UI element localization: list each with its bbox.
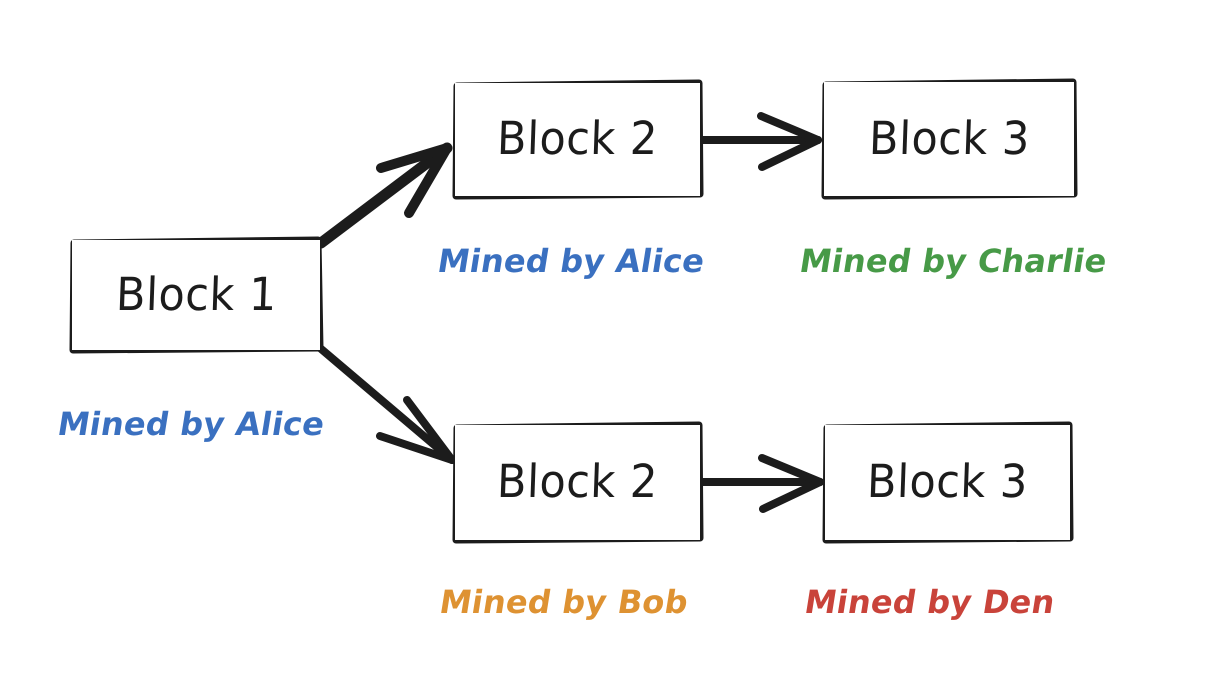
node-block3-bottom[interactable]: Block 3 xyxy=(825,425,1070,540)
node-label-block1: Block 1 xyxy=(114,267,278,321)
arrow-block1-to-block2-top xyxy=(315,142,453,249)
miner-label-block2-bottom: Mined by Bob xyxy=(436,583,691,621)
node-label-block2-bottom: Block 2 xyxy=(496,455,659,509)
miner-label-block3-top: Mined by Charlie xyxy=(796,242,1110,280)
node-label-block2-top: Block 2 xyxy=(496,112,659,166)
node-label-block3-top: Block 3 xyxy=(867,111,1031,165)
arrow-block2-to-block3-top xyxy=(699,112,822,171)
arrow-block2-to-block3-bottom xyxy=(699,454,824,513)
node-block2-top[interactable]: Block 2 xyxy=(455,83,700,196)
node-label-block3-bottom: Block 3 xyxy=(866,455,1029,509)
node-block3-top[interactable]: Block 3 xyxy=(824,82,1074,196)
arrow-block1-to-block2-bottom xyxy=(316,344,456,464)
miner-label-block3-bottom: Mined by Den xyxy=(801,583,1058,621)
node-block2-bottom[interactable]: Block 2 xyxy=(455,425,700,540)
miner-label-block2-top: Mined by Alice xyxy=(434,242,708,280)
miner-label-block1: Mined by Alice xyxy=(54,405,328,443)
node-block1[interactable]: Block 1 xyxy=(72,240,320,350)
